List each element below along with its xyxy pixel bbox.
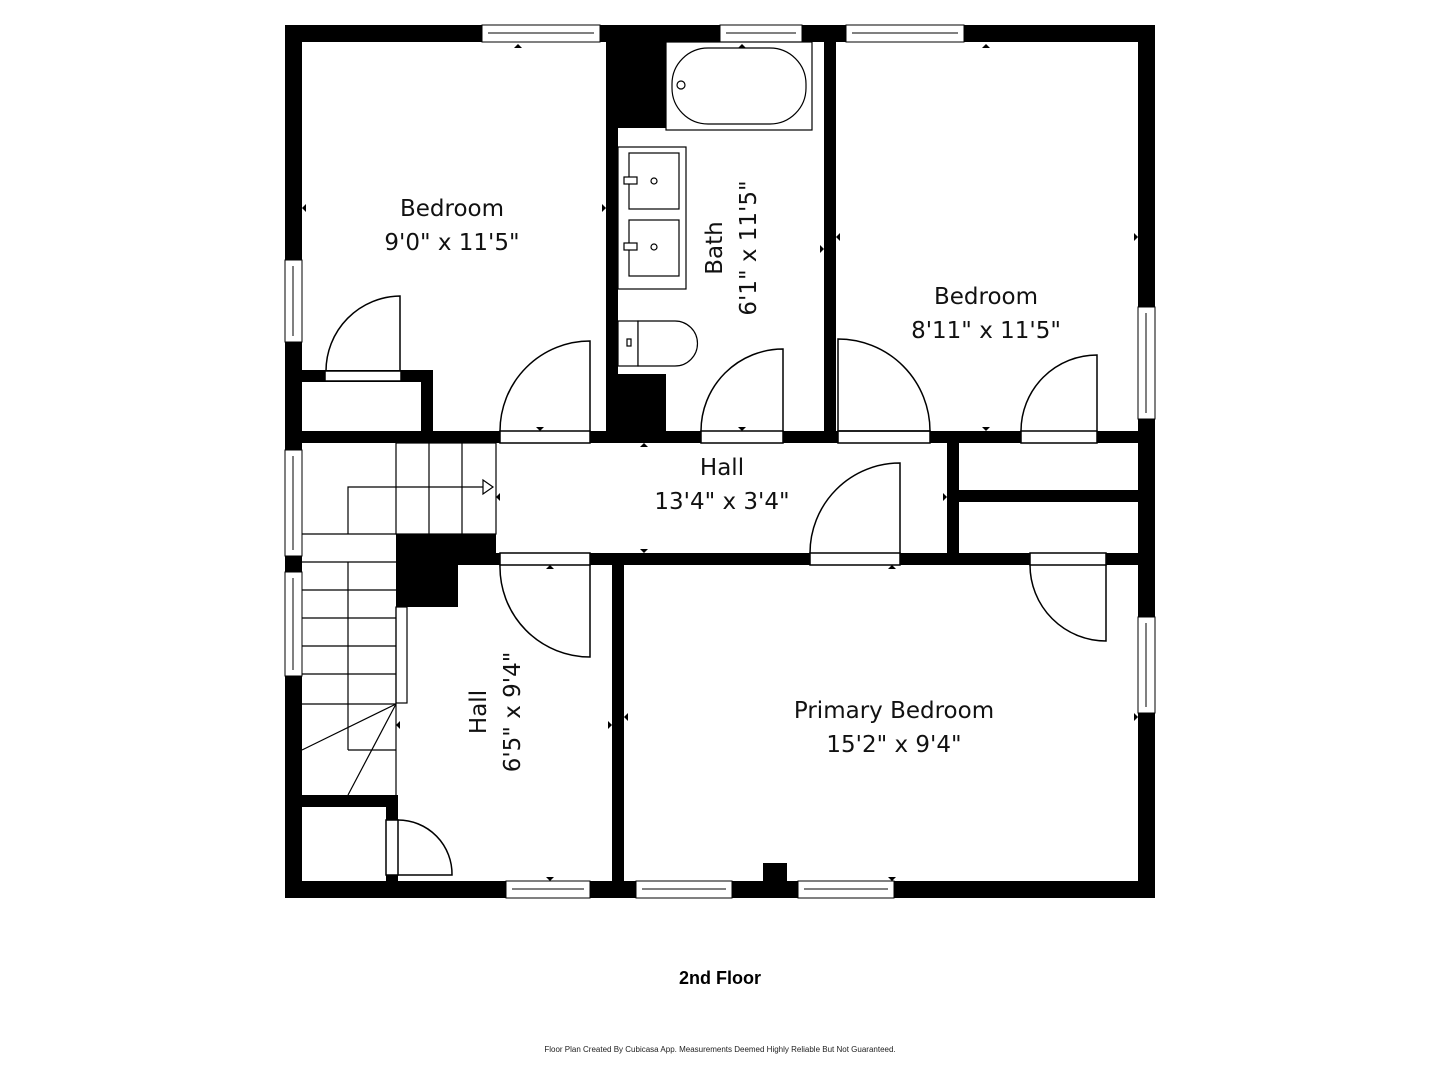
room-name: Hall: [700, 455, 744, 481]
floor-title: 2nd Floor: [679, 968, 761, 988]
room-hall-lower: Hall 6'5" x 9'4": [466, 652, 526, 773]
room-bedroom-nw: Bedroom 9'0" x 11'5": [384, 196, 519, 256]
room-bath: Bath 6'1" x 11'5": [702, 180, 762, 315]
toilet-bowl: [637, 320, 699, 367]
room-dimensions: 15'2" x 9'4": [826, 732, 961, 758]
windows: [284, 24, 1156, 899]
room-dimensions: 13'4" x 3'4": [654, 489, 789, 515]
room-name: Primary Bedroom: [794, 698, 994, 724]
room-dimensions: 8'11" x 11'5": [911, 318, 1061, 344]
room-dimensions: 6'1" x 11'5": [736, 180, 762, 315]
room-primary-bedroom: Primary Bedroom 15'2" x 9'4": [794, 698, 994, 758]
room-name: Hall: [466, 690, 492, 734]
room-name: Bedroom: [934, 284, 1038, 310]
room-dimensions: 9'0" x 11'5": [384, 230, 519, 256]
room-name: Bedroom: [400, 196, 504, 222]
stairs: [301, 442, 497, 796]
bathtub-basin: [671, 47, 807, 125]
bath-fixtures: [617, 41, 813, 367]
room-labels: Bedroom 9'0" x 11'5" Bath 6'1" x 11'5" B…: [384, 180, 1061, 772]
doors: [324, 295, 1107, 876]
walls: [285, 25, 1155, 898]
footer-disclaimer: Floor Plan Created By Cubicasa App. Meas…: [544, 1045, 896, 1054]
room-hall-upper: Hall 13'4" x 3'4": [654, 455, 789, 515]
room-bedroom-ne: Bedroom 8'11" x 11'5": [911, 284, 1061, 344]
dimension-markers: [302, 44, 1138, 881]
room-name: Bath: [702, 221, 728, 274]
room-dimensions: 6'5" x 9'4": [500, 652, 526, 773]
